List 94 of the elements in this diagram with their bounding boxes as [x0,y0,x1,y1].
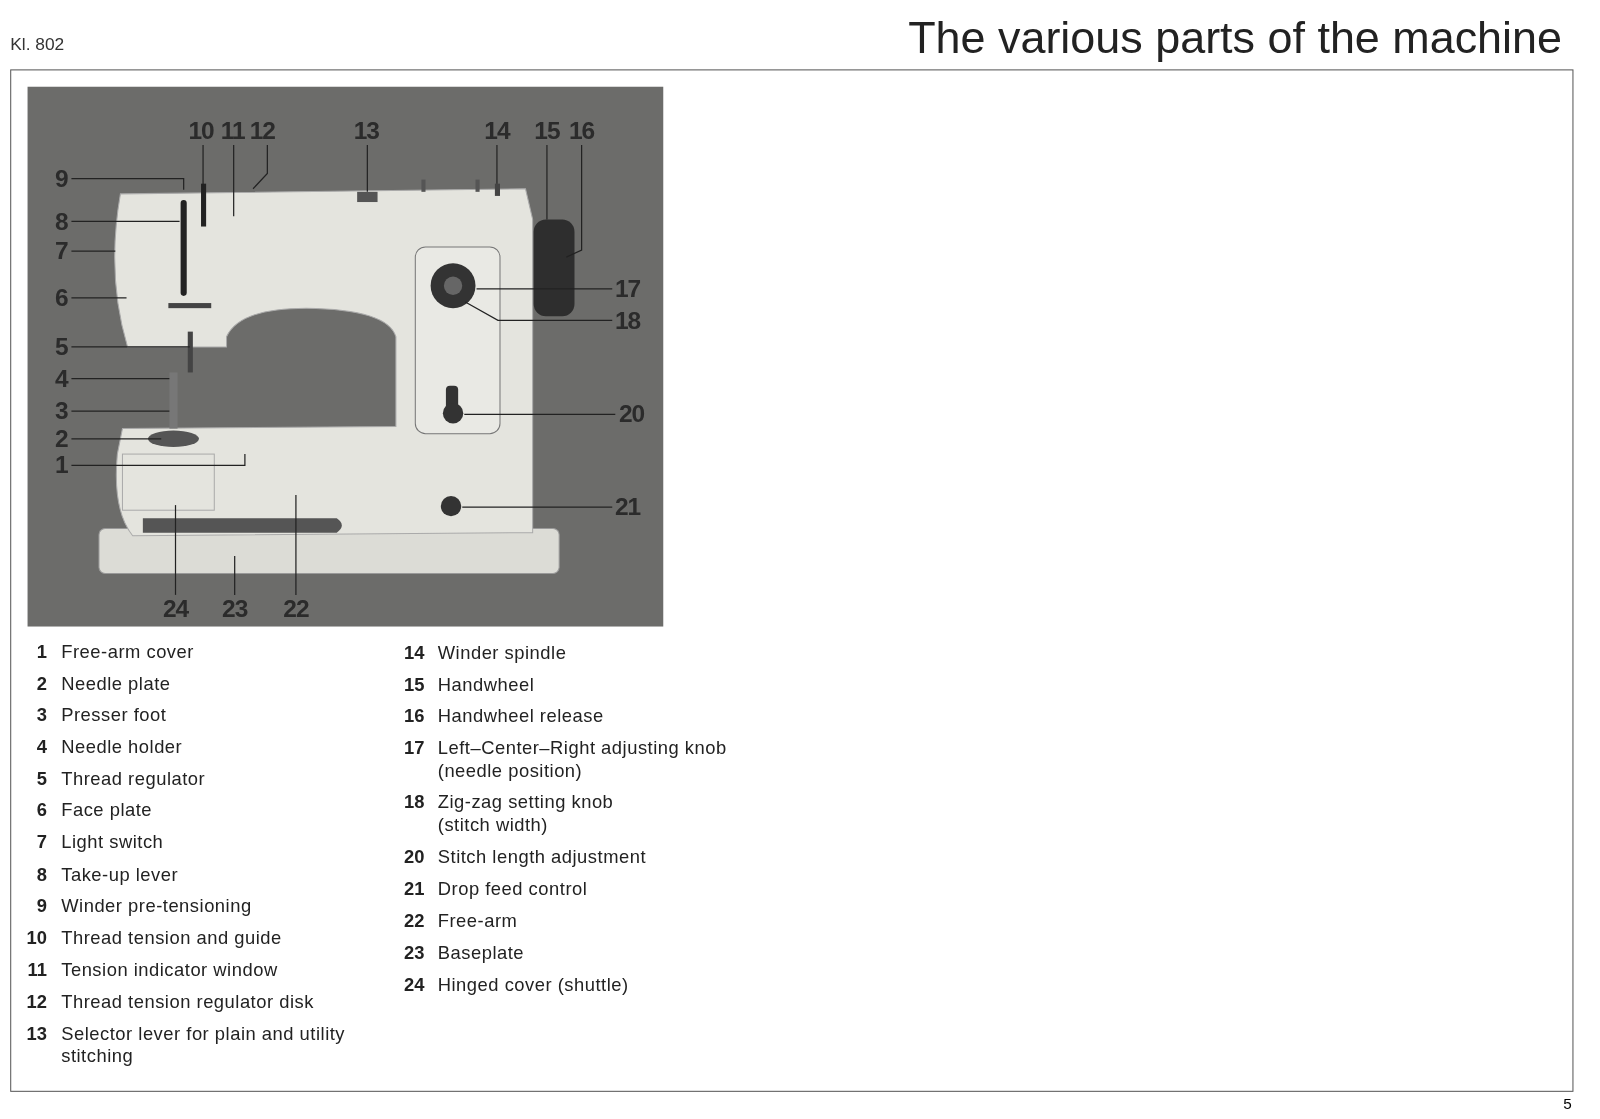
leader-line [295,494,297,596]
item-number: 16 [403,705,425,728]
item-number: 10 [25,926,47,949]
part-name: Stitch length adjustment [437,845,648,869]
part-name: Needle plate [61,672,172,695]
part-name: Winder pre-tensioning [61,894,253,918]
callout-number: 1 [45,452,77,479]
callout-number: 5 [45,333,77,361]
leader-line [70,297,128,299]
leader-line [70,438,162,440]
leader-line [233,144,235,217]
item-number: 5 [35,767,47,790]
callout-number: 18 [612,307,643,334]
leader-line [475,288,613,290]
leader-line [70,346,191,348]
part-name: Selector lever for plain and utility stitching [61,1022,347,1068]
item-number: 24 [403,973,425,996]
callout-number: 6 [45,284,77,312]
item-number: 7 [35,830,47,854]
callout-number: 12 [246,117,278,144]
part-name: Handwheel [437,673,536,696]
leader-line [252,144,268,190]
item-number: 12 [25,990,47,1014]
item-number: 3 [35,704,47,727]
callout-number: 17 [612,275,643,303]
part-name: Face plate [61,799,154,822]
leader-line [546,144,548,220]
callout-number: 8 [45,208,77,235]
model-number: Kl. 802 [10,34,65,56]
leader-line [70,453,246,466]
item-number: 17 [403,736,425,760]
part-name: Zig-zag setting knob (stitch width) [437,790,615,836]
item-number: 23 [403,941,425,965]
leader-line [70,220,181,223]
part-name: Light switch [61,830,165,854]
part-name: Winder spindle [437,641,568,665]
callout-number: 3 [45,397,77,425]
leader-line [464,301,613,322]
item-number: 13 [25,1022,47,1045]
callout-number: 15 [531,117,563,144]
callout-number: 9 [45,165,77,192]
leader-line [70,377,170,380]
part-name: Baseplate [437,941,526,965]
part-name: Free-arm [437,909,519,932]
callout-number: 13 [351,117,382,144]
leader-line [70,250,116,252]
item-number: 9 [35,894,47,918]
leader-line [565,144,583,258]
leader-line [366,144,368,193]
item-number: 14 [403,641,425,665]
part-name: Drop feed control [437,877,589,900]
callout-number: 14 [481,117,513,144]
item-number: 20 [403,845,425,869]
part-name: Tension indicator window [61,958,279,981]
leader-line [463,413,616,415]
part-name: Thread tension regulator disk [61,990,315,1014]
leader-line [461,506,613,508]
part-name: Thread tension and guide [61,926,283,949]
callout-number: 4 [45,365,77,392]
callout-number: 24 [160,595,191,623]
callout-number: 22 [280,595,312,623]
callout-number: 16 [566,117,597,144]
leader-line [234,555,236,596]
item-number: 15 [403,673,425,696]
item-number: 21 [403,877,425,900]
part-name: Take-up lever [61,863,180,886]
part-name: Free-arm cover [61,640,195,664]
item-number: 22 [403,909,425,932]
part-name: Left–Center–Right adjusting knob (needle position) [437,736,728,782]
leader-line [496,144,498,185]
part-name: Presser foot [61,704,168,727]
callout-number: 21 [612,493,643,521]
item-number: 1 [35,640,47,664]
part-name: Thread regulator [61,767,207,790]
item-number: 2 [35,672,47,695]
part-name: Hinged cover (shuttle) [437,973,630,996]
part-name: Handwheel release [437,705,605,728]
callout-number: 7 [45,237,77,265]
leader-line [174,504,177,596]
part-name: Needle holder [61,735,184,759]
callout-number: 23 [219,595,250,623]
item-number: 6 [35,799,47,822]
item-number: 11 [26,958,47,981]
item-number: 18 [403,790,425,814]
leader-line [70,410,170,412]
leader-line [70,177,185,191]
callout-number: 11 [217,117,248,144]
callout-number: 20 [616,401,647,428]
page-number: 5 [1563,1094,1572,1113]
item-number: 4 [35,735,47,759]
callout-number: 10 [185,117,217,144]
page-title: The various parts of the machine [908,12,1562,64]
callout-number: 2 [45,425,77,453]
item-number: 8 [35,863,47,886]
